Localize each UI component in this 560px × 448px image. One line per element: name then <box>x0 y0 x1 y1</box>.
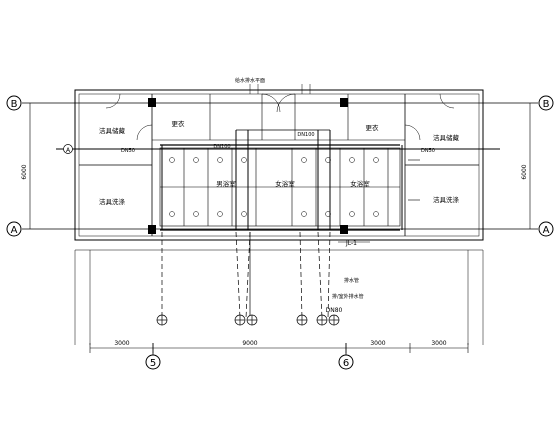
dim-seg1: 3000 <box>114 340 129 347</box>
grid-label-col6: 6 <box>343 358 349 369</box>
dimension-line <box>89 343 469 353</box>
dim-seg2: 9000 <box>242 340 257 347</box>
label-section: JL-1 <box>345 240 357 247</box>
label-drain-note: 排水管 <box>344 277 359 284</box>
room-janitor-tr: 洁具储藏 <box>433 133 460 142</box>
grid-label-col5: 5 <box>150 358 156 369</box>
building-walls <box>74 84 484 345</box>
room-janitor-br: 洁具洗涤 <box>433 195 460 204</box>
label-dn80: DN80 <box>326 307 343 314</box>
dim-right: 6000 <box>521 164 528 179</box>
water-pipes <box>160 129 420 231</box>
room-men: 男浴室 <box>216 179 236 188</box>
grid-label-a-mid: A <box>66 147 71 154</box>
label-top-note: 给水排水平面 <box>235 77 265 84</box>
dim-left: 6000 <box>21 164 28 179</box>
label-dn50-left: DN50 <box>121 148 135 154</box>
drain-lines <box>161 231 331 319</box>
room-women-1: 女浴室 <box>275 179 295 188</box>
grid-bubbles: B B A A A 5 6 <box>6 95 554 370</box>
grid-label-b-left: B <box>11 99 18 110</box>
room-women-2: 女浴室 <box>350 179 370 188</box>
grid-axes <box>22 102 538 355</box>
dim-seg4: 3000 <box>431 340 446 347</box>
grid-label-b-right: B <box>543 99 550 110</box>
label-dn100-left: DN100 <box>213 144 230 150</box>
room-changing-l: 更衣 <box>172 119 186 128</box>
shower-fixtures <box>169 157 379 217</box>
room-changing-r: 更衣 <box>366 123 380 132</box>
grid-label-a-right: A <box>543 225 550 236</box>
shower-stalls <box>159 147 401 227</box>
dim-seg3: 3000 <box>370 340 385 347</box>
label-dn50-right: DN50 <box>421 148 435 154</box>
room-janitor-tl: 洁具储藏 <box>99 126 126 135</box>
inspection-wells <box>156 314 340 326</box>
label-outlet-note: 排/室外排水管 <box>332 293 364 300</box>
grid-label-a-left: A <box>11 225 18 236</box>
room-janitor-bl: 洁具洗涤 <box>99 197 126 206</box>
label-dn100-right: DN100 <box>297 132 314 138</box>
